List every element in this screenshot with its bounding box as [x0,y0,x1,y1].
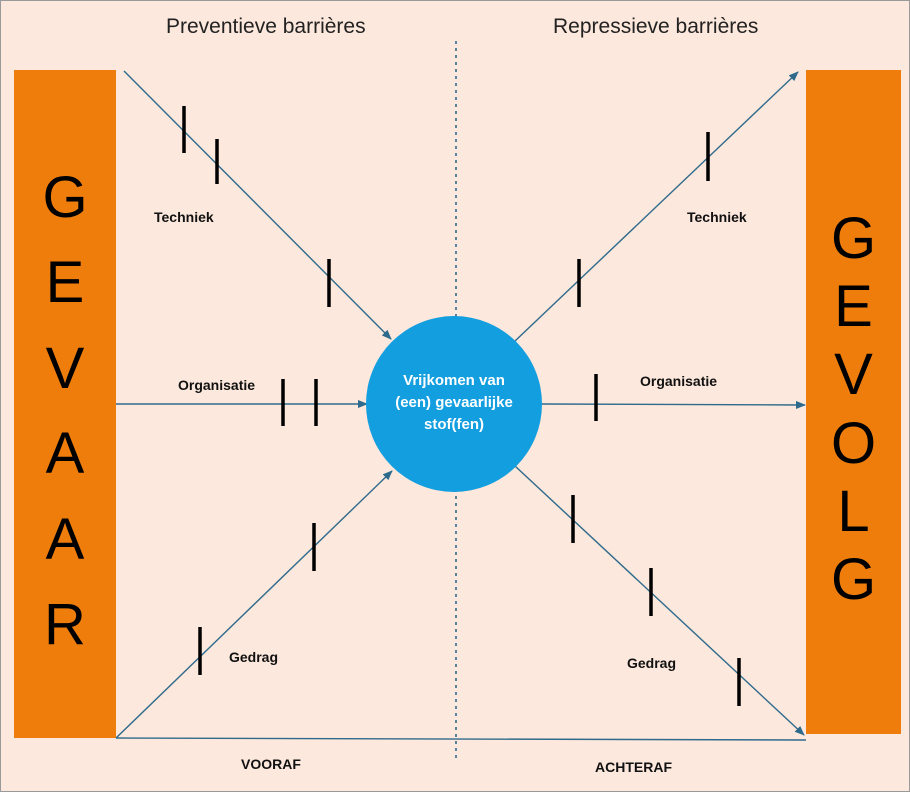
arrow-left-techniek [123,70,392,340]
arrow-left-gedrag [115,470,393,739]
hazard-letter: A [45,506,85,572]
hazard-letter: R [44,592,86,658]
consequence-letter: O [830,410,877,476]
consequence-letter: V [834,342,873,408]
label-left-organisatie: Organisatie [178,377,255,393]
timeline-baseline [115,737,807,741]
hazard-letter: G [42,164,88,230]
top-event-line-1: Vrijkomen van [403,372,505,389]
label-right-gedrag: Gedrag [627,655,676,671]
hazard-letter: E [45,250,85,316]
arrow-right-gedrag [514,465,805,736]
label-left-techniek: Techniek [154,209,214,225]
consequence-letter: L [837,478,870,544]
arrow-right-organisatie [540,400,806,409]
hazard-letter: V [45,335,85,401]
hazard-letter: A [45,421,85,487]
label-right-techniek: Techniek [687,209,747,225]
consequence-letter: G [830,206,877,271]
hazard-bar: G E V A A R [14,70,116,738]
preventive-barriers-heading: Preventieve barrières [166,15,366,38]
top-event-circle [366,316,542,492]
consequence-letter: G [830,546,877,612]
repressive-barriers-heading: Repressieve barrières [553,15,759,38]
label-vooraf: VOORAF [241,756,301,772]
consequence-letter: E [834,274,873,340]
top-event-line-2: (een) gevaarlijke [395,394,513,411]
label-achteraf: ACHTERAF [595,759,672,775]
label-right-organisatie: Organisatie [640,373,717,389]
top-event-line-3: stof(fen) [424,416,484,433]
label-left-gedrag: Gedrag [229,649,278,665]
arrow-right-techniek [514,71,799,342]
consequence-bar: G E V O L G [806,70,901,734]
